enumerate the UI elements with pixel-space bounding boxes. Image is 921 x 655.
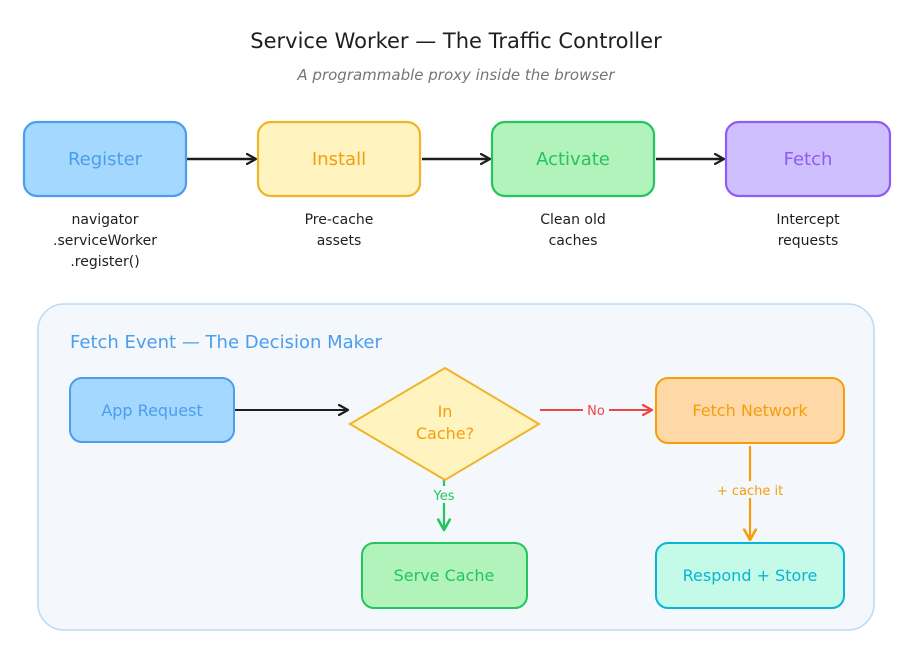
fetch-network-box: [655, 377, 845, 444]
step-install: Install Pre-cache assets: [256, 120, 422, 249]
serve-cache-label: Serve Cache: [394, 566, 495, 585]
fetch-desc-line-2: requests: [778, 233, 839, 249]
install-label: Install: [312, 149, 366, 170]
respond-store-label: Respond + Store: [683, 566, 818, 585]
step-activate: Activate Clean old caches: [490, 120, 656, 249]
activate-label: Activate: [536, 149, 610, 170]
decision-line-1: In: [438, 402, 453, 421]
yes-label: Yes: [433, 489, 455, 504]
activate-desc-line-1: Clean old: [540, 212, 606, 228]
fetch-network-label: Fetch Network: [692, 401, 808, 420]
register-box: [22, 120, 188, 198]
cache-it-label-background: [706, 481, 794, 498]
no-label-background: [583, 401, 609, 418]
register-desc-line-1: navigator: [72, 212, 139, 228]
fetch-box: [724, 120, 892, 198]
activate-desc-line-2: caches: [549, 233, 598, 249]
step-fetch: Fetch Intercept requests: [724, 120, 892, 249]
decision-line-2: Cache?: [416, 424, 474, 443]
fetch-event-title: Fetch Event — The Decision Maker: [70, 332, 383, 353]
app-request-label: App Request: [101, 401, 202, 420]
in-cache-decision: [348, 366, 541, 482]
install-desc-line-2: assets: [317, 233, 362, 249]
fetch-event-panel: Fetch Event — The Decision Maker No Yes …: [37, 303, 875, 631]
fetch-desc-line-1: Intercept: [776, 212, 840, 228]
respond-store-box: [655, 542, 845, 609]
register-label: Register: [68, 149, 143, 170]
diagram-title: Service Worker — The Traffic Controller: [250, 29, 662, 53]
install-desc-line-1: Pre-cache: [305, 212, 374, 228]
serve-cache-box: [361, 542, 528, 609]
register-desc-line-2: .serviceWorker: [53, 233, 157, 249]
diagram-subtitle: A programmable proxy inside the browser: [296, 66, 615, 84]
step-register: Register navigator .serviceWorker .regis…: [22, 120, 188, 270]
fetch-label: Fetch: [784, 149, 833, 170]
no-label: No: [587, 404, 605, 419]
install-box: [256, 120, 422, 198]
app-request-box: [69, 377, 235, 443]
yes-label-background: [428, 486, 460, 503]
register-desc-line-3: .register(): [70, 254, 139, 270]
activate-box: [490, 120, 656, 198]
cache-it-label: + cache it: [717, 484, 783, 499]
